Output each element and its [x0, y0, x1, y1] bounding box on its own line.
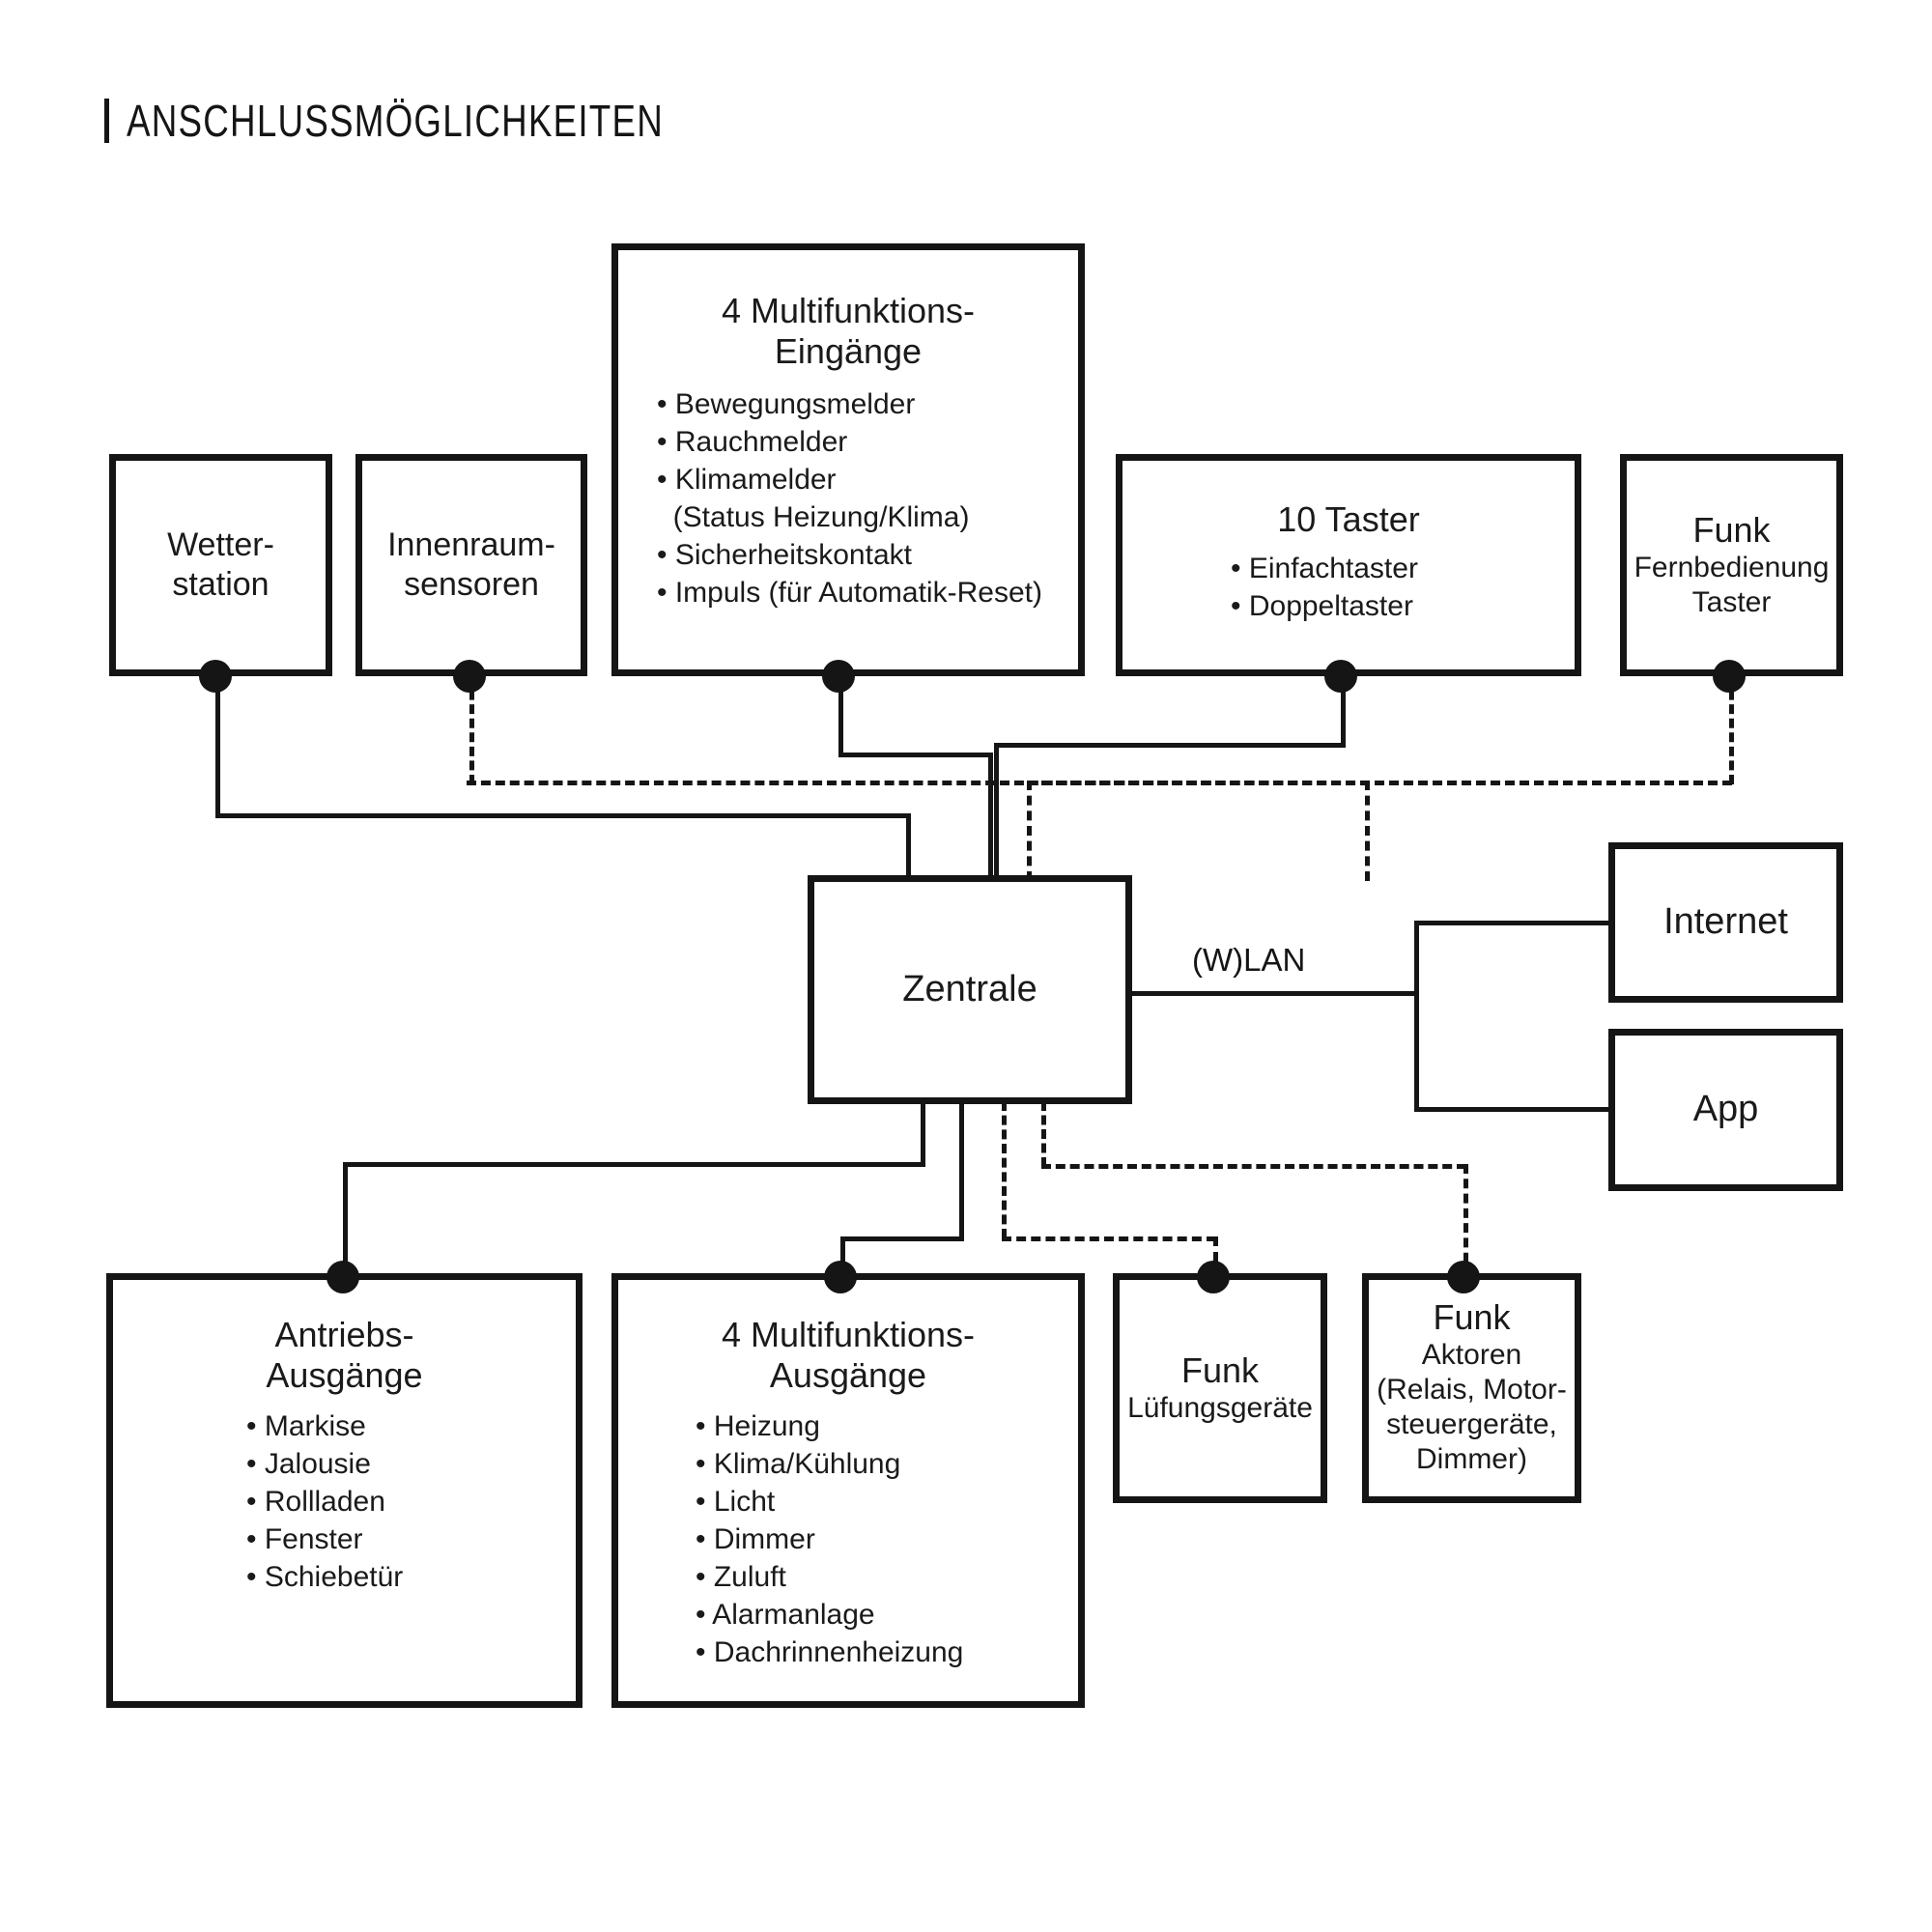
edge-indoor-horizontal [467, 781, 1370, 785]
edge-actuators-drop [1463, 1164, 1468, 1277]
list-item: • Fenster [246, 1522, 363, 1555]
edge-weather-drop [906, 813, 911, 877]
edge-drives-horizontal [343, 1162, 925, 1167]
node-central-unit-label: Zentrale [902, 968, 1037, 1009]
node-radio-ventilation-title: Funk [1180, 1350, 1260, 1391]
edge-indoor-drop [1365, 781, 1370, 881]
connection-dot-buttons [1324, 660, 1357, 693]
node-multifunction-outputs-list: • Heizung • Klima/Kühlung • Licht • Dimm… [618, 1407, 1078, 1671]
node-multifunction-inputs-title: 4 Multifunktions- Eingänge [721, 291, 976, 371]
node-internet-label: Internet [1663, 901, 1788, 943]
node-radio-remote[interactable]: Funk Fernbedienung Taster [1620, 454, 1843, 676]
edge-wlan-trunk [1128, 991, 1419, 996]
edge-vent-stub [1002, 1101, 1007, 1238]
node-radio-actuators[interactable]: Funk Aktoren (Relais, Motor- steuergerät… [1362, 1273, 1581, 1503]
edge-remote-drop [1027, 781, 1032, 881]
edge-remote-vertical [1729, 676, 1734, 784]
node-ten-buttons[interactable]: 10 Taster • Einfachtaster • Doppeltaster [1116, 454, 1581, 676]
list-item: • Sicherheitskontakt [657, 538, 912, 571]
edge-vent-drop [1213, 1236, 1218, 1277]
list-item: • Klimamelder [657, 463, 837, 496]
title-text: ANSCHLUSSMÖGLICHKEITEN [127, 96, 665, 146]
node-radio-actuators-title: Funk [1433, 1297, 1511, 1337]
connection-dot-outputs [824, 1261, 857, 1293]
node-radio-ventilation-sub: Lüfungsgeräte [1127, 1391, 1313, 1424]
edge-app-arm [1414, 1107, 1612, 1112]
edge-outputs-stub [959, 1101, 964, 1240]
node-multifunction-outputs[interactable]: 4 Multifunktions- Ausgänge • Heizung • K… [611, 1273, 1085, 1708]
connection-dot-vent [1197, 1261, 1230, 1293]
list-item: • Dimmer [696, 1522, 815, 1555]
edge-weather-horizontal [215, 813, 911, 818]
list-item: • Einfachtaster [1231, 552, 1418, 584]
edge-actuators-horizontal [1041, 1164, 1466, 1169]
node-indoor-sensors[interactable]: Innenraum- sensoren [355, 454, 587, 676]
edge-inputs-drop [988, 753, 993, 877]
list-item: • Rollladen [246, 1485, 385, 1518]
node-internet[interactable]: Internet [1608, 842, 1843, 1003]
node-radio-actuators-sub: Aktoren (Relais, Motor- steuergeräte, Di… [1377, 1338, 1567, 1475]
node-multifunction-inputs-list: • Bewegungsmelder • Rauchmelder • Klimam… [618, 385, 1078, 611]
node-ten-buttons-list: • Einfachtaster • Doppeltaster [1122, 550, 1575, 625]
edge-drives-stub [921, 1101, 925, 1166]
edge-wlan-riser [1414, 921, 1419, 1112]
node-radio-remote-title: Funk [1692, 510, 1771, 551]
edge-buttons-horizontal [994, 743, 1346, 748]
title-accent-bar [104, 99, 109, 143]
list-item: • Alarmanlage [696, 1598, 875, 1631]
node-app[interactable]: App [1608, 1029, 1843, 1191]
connection-dot-inputs [822, 660, 855, 693]
edge-wlan-label: (W)LAN [1186, 942, 1312, 979]
node-weather-station-label: Wetter- station [167, 526, 274, 603]
list-item: • Heizung [696, 1409, 820, 1442]
list-item: • Impuls (für Automatik-Reset) [657, 576, 1042, 609]
node-drive-outputs-title: Antriebs- Ausgänge [266, 1315, 423, 1395]
node-drive-outputs[interactable]: Antriebs- Ausgänge • Markise • Jalousie … [106, 1273, 582, 1708]
list-item: • Markise [246, 1409, 366, 1442]
list-item: • Zuluft [696, 1560, 786, 1593]
list-item: • Klima/Kühlung [696, 1447, 901, 1480]
node-ten-buttons-title: 10 Taster [1277, 499, 1420, 539]
page-title: ANSCHLUSSMÖGLICHKEITEN [104, 95, 798, 147]
connection-dot-indoor [453, 660, 486, 693]
node-weather-station[interactable]: Wetter- station [109, 454, 332, 676]
edge-buttons-drop [994, 743, 999, 877]
edge-remote-horizontal [1027, 781, 1732, 785]
list-item: • Dachrinnenheizung [696, 1635, 964, 1668]
edge-inputs-vertical [838, 676, 843, 757]
list-item: • Doppeltaster [1231, 589, 1413, 622]
node-multifunction-outputs-title: 4 Multifunktions- Ausgänge [721, 1315, 976, 1395]
list-item: • Jalousie [246, 1447, 371, 1480]
connection-dot-actuators [1447, 1261, 1480, 1293]
list-item: (Status Heizung/Klima) [657, 500, 970, 533]
edge-actuators-stub [1041, 1101, 1046, 1167]
list-item: • Rauchmelder [657, 425, 848, 458]
connection-dot-drives [327, 1261, 359, 1293]
list-item: • Schiebetür [246, 1560, 404, 1593]
node-central-unit[interactable]: Zentrale [808, 875, 1132, 1104]
list-item: • Licht [696, 1485, 776, 1518]
connection-dot-remote [1713, 660, 1746, 693]
edge-inputs-horizontal [838, 753, 993, 757]
node-radio-remote-sub: Fernbedienung Taster [1634, 551, 1830, 618]
list-item: • Bewegungsmelder [657, 387, 916, 420]
edge-buttons-vertical [1341, 676, 1346, 748]
edge-outputs-horizontal [840, 1236, 964, 1241]
edge-drives-drop [343, 1162, 348, 1277]
connection-dot-weather [199, 660, 232, 693]
edge-weather-vertical [215, 676, 220, 818]
node-multifunction-inputs[interactable]: 4 Multifunktions- Eingänge • Bewegungsme… [611, 243, 1085, 676]
edge-vent-horizontal [1002, 1236, 1216, 1241]
node-radio-ventilation[interactable]: Funk Lüfungsgeräte [1113, 1273, 1327, 1503]
edge-outputs-drop [840, 1236, 845, 1277]
edge-internet-arm [1414, 921, 1612, 925]
node-indoor-sensors-label: Innenraum- sensoren [387, 526, 555, 603]
node-drive-outputs-list: • Markise • Jalousie • Rollladen • Fenst… [113, 1407, 576, 1596]
edge-indoor-vertical [469, 676, 474, 784]
node-app-label: App [1692, 1089, 1759, 1130]
